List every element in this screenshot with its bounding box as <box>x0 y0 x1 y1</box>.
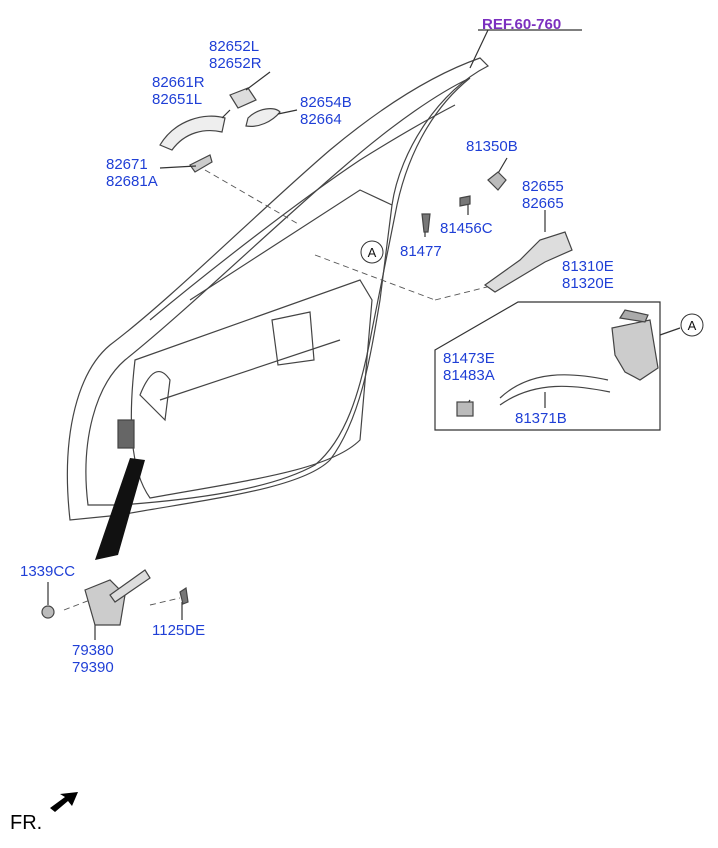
hinge-strap <box>95 458 145 560</box>
callout-a-door-text: A <box>368 245 377 260</box>
part-number: 82665 <box>522 195 564 212</box>
part-number: 82654B <box>300 94 352 111</box>
ref-label[interactable]: REF.60-760 <box>482 16 562 33</box>
front-marker: FR. <box>10 812 43 834</box>
part-number: 82661R <box>152 74 205 91</box>
rod-lever <box>483 231 573 293</box>
striker-bracket <box>487 171 507 191</box>
checker-bolt <box>179 586 189 605</box>
part-number: 82651L <box>152 91 203 108</box>
part-number: 81456C <box>440 220 493 237</box>
part-number: 81310E <box>562 258 614 275</box>
lock-group-box <box>434 301 661 431</box>
handle-gasket <box>245 108 281 127</box>
outside-handle <box>159 115 226 151</box>
panel-bar <box>159 339 341 401</box>
part-number: 1125DE <box>152 622 206 639</box>
door-checker <box>84 579 126 626</box>
part-number: 81371B <box>515 410 567 427</box>
part-number: 82681A <box>106 173 158 190</box>
handle-cover <box>229 87 257 109</box>
cable-end <box>456 401 474 417</box>
part-81371[interactable]: 81371B <box>515 410 567 427</box>
part-number: 81473E <box>443 350 495 367</box>
bolt-81456 <box>459 195 471 207</box>
part-number: 1339CC <box>20 563 76 580</box>
part-number: 82671 <box>106 156 148 173</box>
part-number: 82655 <box>522 178 564 195</box>
panel-opening <box>271 311 315 366</box>
part-81477[interactable]: 81477 <box>400 243 442 260</box>
part-number: 81483A <box>443 367 495 384</box>
part-number: 82664 <box>300 111 342 128</box>
door-frame-inner <box>85 77 471 506</box>
bolt-81477 <box>421 213 431 233</box>
door-latch <box>611 319 659 381</box>
callout-a-lock[interactable] <box>680 313 704 337</box>
panel-curve <box>139 370 171 422</box>
part-number: 81350B <box>466 138 518 155</box>
checker-nut <box>41 605 55 619</box>
arrow-icon <box>50 792 78 812</box>
part-number: 79380 <box>72 642 114 659</box>
cable-2 <box>499 385 611 406</box>
window-line <box>149 104 456 321</box>
latch-arm <box>619 309 649 323</box>
hinge-block <box>117 419 135 449</box>
checker-arm <box>109 569 151 603</box>
callout-a-lock-text: A <box>688 318 697 333</box>
handle-base <box>189 154 213 173</box>
cable-1 <box>499 374 609 399</box>
part-number: 82652L <box>209 38 260 55</box>
window-line-2 <box>189 189 393 301</box>
part-number: 79390 <box>72 659 114 676</box>
part-number: 81477 <box>400 243 442 260</box>
part-1339[interactable]: 1339CC <box>20 563 75 580</box>
part-number: 81320E <box>562 275 614 292</box>
part-81456[interactable]: 81456C <box>440 220 493 237</box>
part-number: 82652R <box>209 55 262 72</box>
part-81350[interactable]: 81350B <box>466 138 518 155</box>
part-1125[interactable]: 1125DE <box>152 622 205 639</box>
door-frame-outer <box>66 57 490 521</box>
door-panel <box>130 279 373 499</box>
callout-a-door[interactable] <box>360 240 384 264</box>
